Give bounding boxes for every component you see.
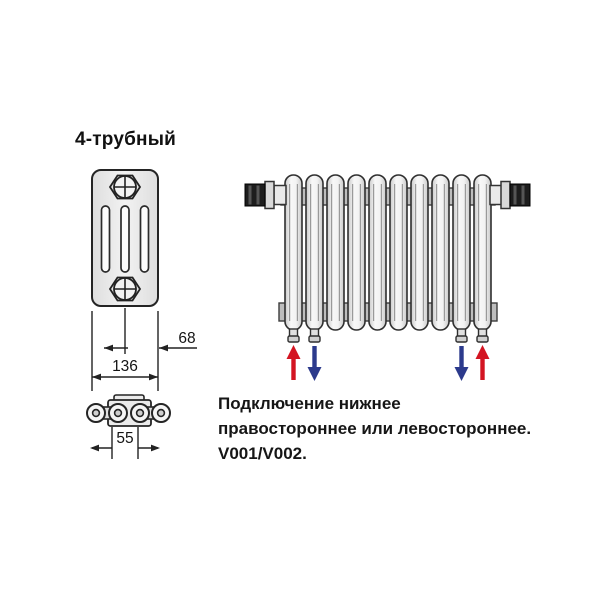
caption-line: V001/V002. bbox=[218, 444, 307, 463]
section-slot bbox=[120, 205, 130, 273]
return-arrow-icon bbox=[307, 346, 322, 381]
front-view-radiator bbox=[244, 174, 531, 343]
dim-label-136: 136 bbox=[112, 358, 138, 375]
bottom-plug-icon bbox=[109, 276, 141, 302]
caption-line: правостороннее или левостороннее. bbox=[218, 419, 532, 438]
caption: Подключение нижнее правостороннее или ле… bbox=[218, 391, 531, 466]
tube-circle bbox=[151, 403, 171, 423]
top-plug-icon bbox=[109, 174, 141, 200]
diagram-title: 4-трубный bbox=[75, 129, 177, 150]
dimension-pitch: 55 bbox=[90, 427, 160, 459]
radiator-section bbox=[410, 174, 429, 331]
side-view-section bbox=[91, 169, 159, 307]
radiator-section bbox=[305, 174, 324, 331]
valve-cap bbox=[509, 183, 531, 207]
bottom-pipe bbox=[476, 328, 489, 343]
supply-arrow-icon bbox=[286, 345, 301, 380]
dimension-lines-depth bbox=[91, 308, 159, 391]
top-view-section bbox=[86, 394, 171, 427]
tube-circle bbox=[130, 403, 150, 423]
tube-circle bbox=[108, 403, 128, 423]
radiator-section bbox=[368, 174, 387, 331]
bottom-pipe bbox=[287, 328, 300, 343]
radiator-section bbox=[389, 174, 408, 331]
dim-label-68: 68 bbox=[178, 330, 195, 347]
dim-label-55: 55 bbox=[116, 430, 133, 447]
radiator-section bbox=[452, 174, 471, 331]
dimension-half-depth: 68 bbox=[104, 330, 197, 352]
radiator-section bbox=[326, 174, 345, 331]
return-arrow-icon bbox=[454, 346, 469, 381]
supply-arrow-icon bbox=[475, 345, 490, 380]
section-slot bbox=[100, 205, 111, 273]
bottom-pipe bbox=[308, 328, 321, 343]
radiator-section bbox=[431, 174, 450, 331]
bottom-pipe bbox=[455, 328, 468, 343]
radiator-section bbox=[284, 174, 303, 331]
radiator-section bbox=[473, 174, 492, 331]
dimension-depth: 136 bbox=[92, 358, 158, 381]
caption-line: Подключение нижнее bbox=[218, 394, 401, 413]
section-slot bbox=[139, 205, 150, 273]
left-fitting bbox=[244, 180, 287, 210]
radiator-section bbox=[347, 174, 366, 331]
bottom-connection-arrows bbox=[286, 345, 490, 381]
tube-circle bbox=[86, 403, 106, 423]
right-fitting bbox=[489, 180, 531, 210]
valve-cap bbox=[244, 183, 266, 207]
